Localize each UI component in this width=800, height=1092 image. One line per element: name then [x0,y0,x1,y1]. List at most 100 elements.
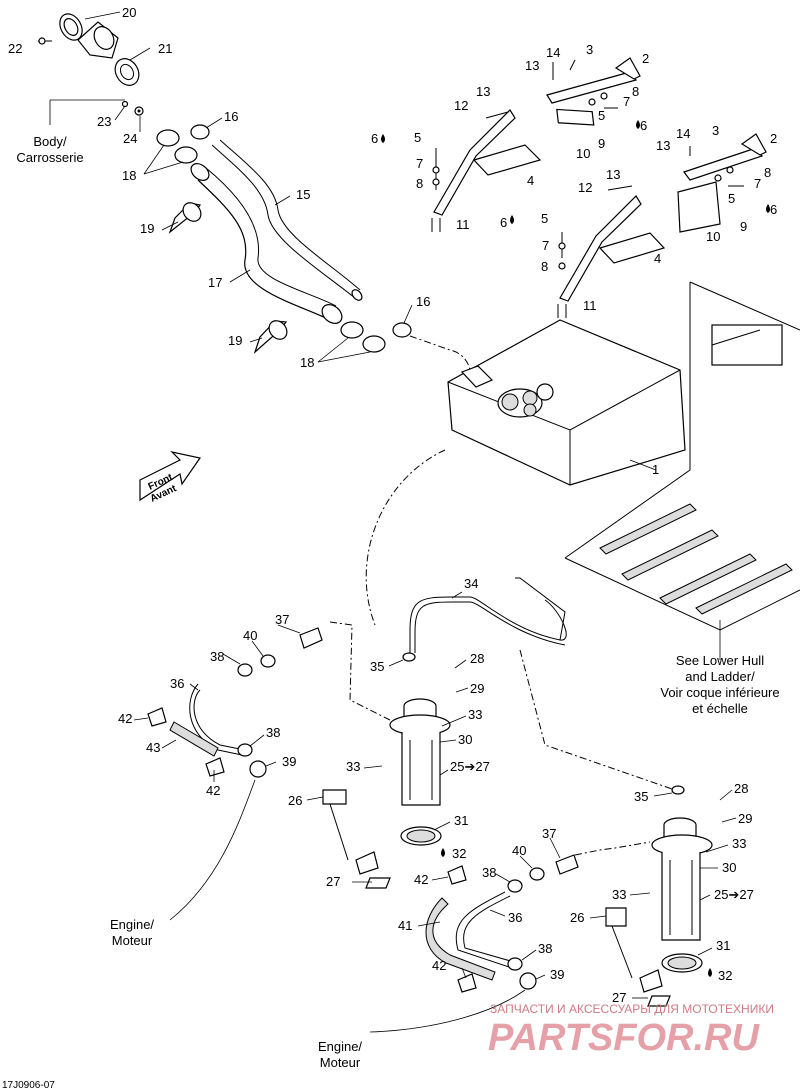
callout: 39 [282,754,296,769]
fuel-line-left [147,627,323,778]
connector-line-pump-left [329,621,391,721]
callout: 25➔27 [450,759,490,774]
svg-text:PARTSFOR.RU: PARTSFOR.RU [488,1017,760,1059]
callout: 22 [8,41,22,56]
callout: 33 [612,887,626,902]
callout: 28 [470,651,484,666]
callout: 14 [546,45,560,60]
callout: 21 [158,41,172,56]
tank-strap-set-upper [431,57,641,232]
callout: 15 [296,187,310,202]
filler-hoses [190,139,363,324]
drawing-code: 17J0906-07 [2,1080,55,1091]
callout: 42 [206,783,220,798]
callout: 20 [122,5,136,20]
connector-line-pump-right [574,841,651,856]
callout: 26 [570,910,584,925]
callout: 13 [525,58,539,73]
callout: 43 [146,740,160,755]
callout: 38 [266,725,280,740]
callout: 2 [642,51,649,66]
drop-icon [441,848,445,857]
connector-line-tank-to-pump [365,449,446,626]
watermark: ЗАПЧАСТИ И АКСЕССУАРЫ ДЛЯ МОТОТЕХНИКИ PA… [488,1002,774,1059]
callout: 36 [170,676,184,691]
callout: 9 [598,136,605,151]
drop-icon [636,120,640,129]
callout: 8 [541,259,548,274]
body-fasteners [121,100,144,116]
callout: 5 [598,108,605,123]
callout: 1 [652,462,659,477]
connector-line-pump-left-2 [519,649,676,791]
callout: 30 [722,860,736,875]
front-direction-arrow [139,450,202,502]
callout: 31 [454,813,468,828]
callout: 10 [706,229,720,244]
callout: 16 [224,109,238,124]
engine-leader-right [369,989,526,1033]
callout: 8 [416,176,423,191]
callout: 7 [623,94,630,109]
tie-straps [168,202,288,354]
callout: 12 [454,98,468,113]
callout: 41 [398,918,412,933]
callout: 38 [210,649,224,664]
svg-text:ЗАПЧАСТИ И АКСЕССУАРЫ ДЛЯ МОТО: ЗАПЧАСТИ И АКСЕССУАРЫ ДЛЯ МОТОТЕХНИКИ [490,1002,774,1016]
svg-text:Moteur: Moteur [112,933,153,948]
callout: 16 [416,294,430,309]
callout: 11 [583,298,597,313]
drop-icon [381,134,385,143]
callout: 8 [764,165,771,180]
callout: 30 [458,732,472,747]
see-lower-hull-note: See Lower Hull and Ladder/ Voir coque in… [660,653,779,716]
tank-strap-set-lower [557,133,767,318]
callout: 38 [538,941,552,956]
callout: 36 [508,910,522,925]
callout: 28 [734,781,748,796]
leader-lines [49,11,737,999]
svg-text:Engine/: Engine/ [110,917,154,932]
callout: 29 [738,811,752,826]
callout: 39 [550,967,564,982]
fuel-tank [447,319,686,486]
callout: 25➔27 [714,887,754,902]
callout: 7 [754,176,761,191]
svg-text:Voir coque inférieure: Voir coque inférieure [660,685,779,700]
callout: 7 [416,156,423,171]
callout: 8 [632,84,639,99]
svg-text:See Lower Hull: See Lower Hull [676,653,764,668]
callout: 42 [414,872,428,887]
callout: 12 [578,180,592,195]
callout: 40 [512,843,526,858]
callout: 11 [456,217,470,232]
svg-text:et échelle: et échelle [692,701,748,716]
callout: 33 [468,707,482,722]
callout: 32 [718,968,732,983]
callout: 10 [576,146,590,161]
svg-text:Body/: Body/ [33,134,67,149]
callout: 26 [288,793,302,808]
callout: 6 [500,215,507,230]
hose-clamps-upper [156,124,412,353]
callout: 3 [586,42,593,57]
callout: 6 [640,118,647,133]
callout: 19 [228,333,242,348]
lubricant-drop-icons [381,120,770,977]
callout: 29 [470,681,484,696]
callout: 27 [612,990,626,1005]
callout: 32 [452,846,466,861]
svg-text:Carrosserie: Carrosserie [16,150,83,165]
callout: 14 [676,126,690,141]
callout: 6 [371,131,378,146]
callout: 33 [346,759,360,774]
fuel-pump-left [322,577,567,889]
filler-cap-assembly [38,13,140,86]
svg-text:and Ladder/: and Ladder/ [685,669,755,684]
drop-icon [708,968,712,977]
callout: 5 [728,191,735,206]
drop-icon [510,215,514,224]
callout: 35 [370,659,384,674]
callout: 34 [464,576,478,591]
callout: 13 [606,167,620,182]
